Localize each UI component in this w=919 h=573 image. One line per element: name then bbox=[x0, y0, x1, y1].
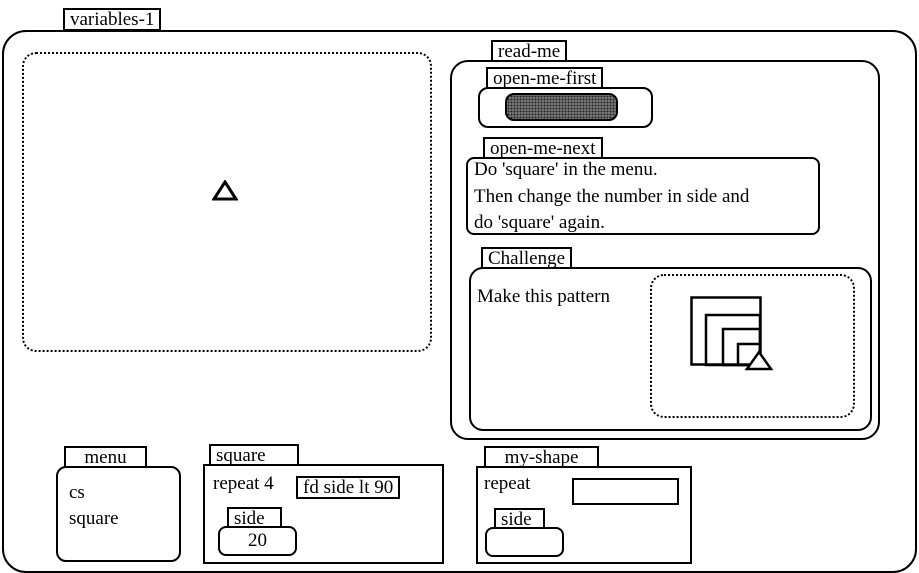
square-command-box[interactable]: fd side lt 90 bbox=[296, 476, 401, 499]
square-title-tab[interactable]: square bbox=[209, 444, 299, 467]
turtle-icon bbox=[212, 180, 238, 201]
challenge-title-tab[interactable]: Challenge bbox=[481, 247, 573, 270]
open-me-first-title-tab[interactable]: open-me-first bbox=[486, 67, 604, 90]
instruction-line-2: Then change the number in side and bbox=[474, 186, 750, 207]
menu-box bbox=[56, 466, 181, 562]
my-shape-repeat-input[interactable] bbox=[572, 478, 679, 505]
open-me-next-box[interactable] bbox=[466, 157, 820, 235]
menu-item-cs[interactable]: cs bbox=[69, 482, 85, 503]
challenge-text: Make this pattern bbox=[477, 286, 610, 307]
instruction-line-1: Do 'square' in the menu. bbox=[474, 159, 658, 180]
read-me-title-tab[interactable]: read-me bbox=[491, 40, 568, 63]
instruction-line-3: do 'square' again. bbox=[474, 212, 605, 233]
my-shape-side-input[interactable] bbox=[485, 527, 564, 557]
my-shape-title-tab[interactable]: my-shape bbox=[484, 446, 599, 469]
square-side-value[interactable]: 20 bbox=[248, 530, 267, 551]
world-title-tab[interactable]: variables-1 bbox=[63, 8, 162, 31]
challenge-canvas bbox=[650, 274, 855, 418]
challenge-box[interactable] bbox=[469, 267, 872, 431]
square-repeat-label: repeat 4 bbox=[213, 473, 274, 494]
nested-squares-pattern bbox=[690, 296, 774, 371]
closed-box-indicator[interactable] bbox=[505, 93, 618, 121]
my-shape-repeat-label: repeat bbox=[484, 473, 531, 494]
menu-item-square[interactable]: square bbox=[69, 508, 119, 529]
graphics-canvas[interactable] bbox=[22, 52, 432, 352]
square-side-value-box[interactable]: 20 bbox=[218, 526, 297, 556]
